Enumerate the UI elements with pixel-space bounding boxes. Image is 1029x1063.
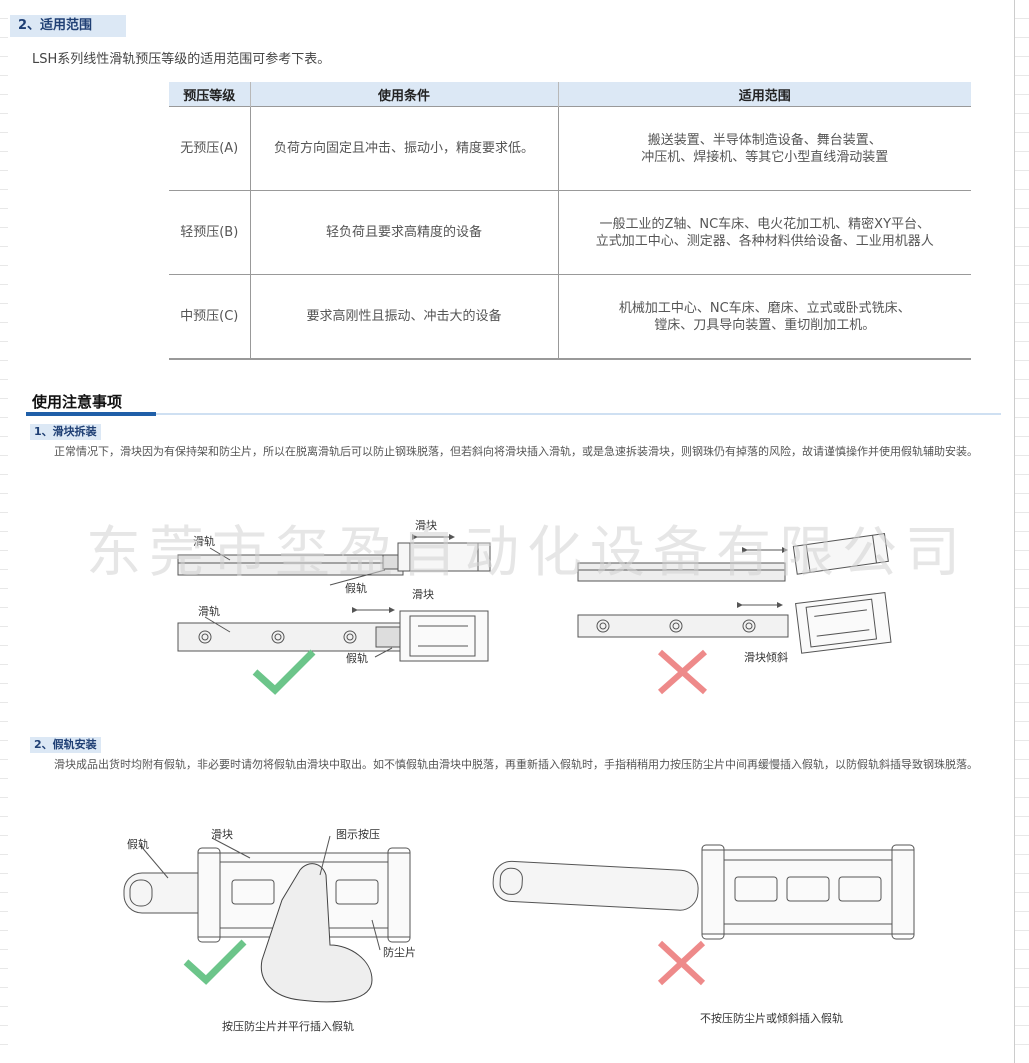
notes-accent-bar xyxy=(26,412,156,416)
section-intro: LSH系列线性滑轨预压等级的适用范围可参考下表。 xyxy=(32,52,331,67)
scope-line: 机械加工中心、NC车床、磨床、立式或卧式铣床、 xyxy=(618,300,911,316)
cell-condition: 要求高刚性且振动、冲击大的设备 xyxy=(250,274,559,360)
table-row: 无预压(A) 负荷方向固定且冲击、振动小，精度要求低。 搬送装置、半导体制造设备… xyxy=(169,106,971,191)
cell-condition: 负荷方向固定且冲击、振动小，精度要求低。 xyxy=(250,106,559,191)
cell-scope: 一般工业的Z轴、NC车床、电火花加工机、精密XY平台、立式加工中心、测定器、各种… xyxy=(558,190,971,275)
item2-title: 2、假轨安装 xyxy=(30,737,101,753)
scope-line: 冲压机、焊接机、等其它小型直线滑动装置 xyxy=(641,149,889,165)
header-condition: 使用条件 xyxy=(250,82,559,107)
label-dummy: 假轨 xyxy=(346,652,368,665)
item1-text: 正常情况下，滑块因为有保持架和防尘片，所以在脱离滑轨后可以防止钢珠脱落，但若斜向… xyxy=(54,445,978,458)
caption-correct: 按压防尘片并平行插入假轨 xyxy=(222,1020,354,1033)
label-dummy: 假轨 xyxy=(345,582,367,595)
label-block: 滑块 xyxy=(211,828,233,841)
cell-scope: 机械加工中心、NC车床、磨床、立式或卧式铣床、镗床、刀具导向装置、重切削加工机。 xyxy=(558,274,971,360)
scope-line: 一般工业的Z轴、NC车床、电火花加工机、精密XY平台、 xyxy=(599,216,931,232)
caption-incorrect: 不按压防尘片或倾斜插入假轨 xyxy=(700,1012,843,1025)
label-rail: 滑轨 xyxy=(198,605,220,618)
item2-text: 滑块成品出货时均附有假轨，非必要时请勿将假轨由滑块中取出。如不慎假轨由滑块中脱落… xyxy=(54,758,978,771)
cross-mark-icon xyxy=(657,940,706,986)
cell-grade: 中预压(C) xyxy=(169,274,251,360)
rail-diagram-bottom-left xyxy=(177,607,489,662)
label-dummy: 假轨 xyxy=(127,838,149,851)
label-block: 滑块 xyxy=(412,588,434,601)
label-rail: 滑轨 xyxy=(193,535,215,548)
scope-line: 立式加工中心、测定器、各种材料供给设备、工业用机器人 xyxy=(595,233,934,249)
right-border xyxy=(1014,0,1029,1063)
scope-line: 搬送装置、半导体制造设备、舞台装置、 xyxy=(647,132,882,148)
cross-mark-icon xyxy=(658,649,707,695)
label-tilt: 滑块倾斜 xyxy=(744,651,788,664)
header-grade: 预压等级 xyxy=(169,82,251,107)
label-press: 图示按压 xyxy=(336,828,380,841)
item1-title: 1、滑块拆装 xyxy=(30,424,101,440)
rail-diagram-top-right xyxy=(577,533,889,582)
left-border xyxy=(0,0,8,1063)
label-seal: 防尘片 xyxy=(383,946,416,959)
cell-scope: 搬送装置、半导体制造设备、舞台装置、冲压机、焊接机、等其它小型直线滑动装置 xyxy=(558,106,971,191)
cell-grade: 轻预压(B) xyxy=(169,190,251,275)
table-row: 中预压(C) 要求高刚性且振动、冲击大的设备 机械加工中心、NC车床、磨床、立式… xyxy=(169,274,971,360)
cell-grade: 无预压(A) xyxy=(169,106,251,191)
section-title: 2、适用范围 xyxy=(10,15,126,37)
rail-diagram-top-left xyxy=(177,534,491,586)
notes-divider xyxy=(156,413,1001,415)
check-mark-icon xyxy=(252,649,316,695)
preload-table: 预压等级 使用条件 适用范围 无预压(A) 负荷方向固定且冲击、振动小，精度要求… xyxy=(169,82,971,360)
table-row: 轻预压(B) 轻负荷且要求高精度的设备 一般工业的Z轴、NC车床、电火花加工机、… xyxy=(169,190,971,275)
notes-title: 使用注意事项 xyxy=(32,393,123,411)
cell-condition: 轻负荷且要求高精度的设备 xyxy=(250,190,559,275)
table-header-row: 预压等级 使用条件 适用范围 xyxy=(169,82,971,107)
rail-diagram-bottom-right xyxy=(577,591,892,654)
header-scope: 适用范围 xyxy=(558,82,971,107)
dummy-rail-diagram-left xyxy=(123,835,411,1003)
scope-line: 镗床、刀具导向装置、重切削加工机。 xyxy=(654,317,876,333)
check-mark-icon xyxy=(183,939,247,985)
label-block: 滑块 xyxy=(415,519,437,532)
watermark: 东莞市玺盈自动化设备有限公司 xyxy=(86,520,969,584)
dummy-rail-diagram-right xyxy=(492,844,915,940)
